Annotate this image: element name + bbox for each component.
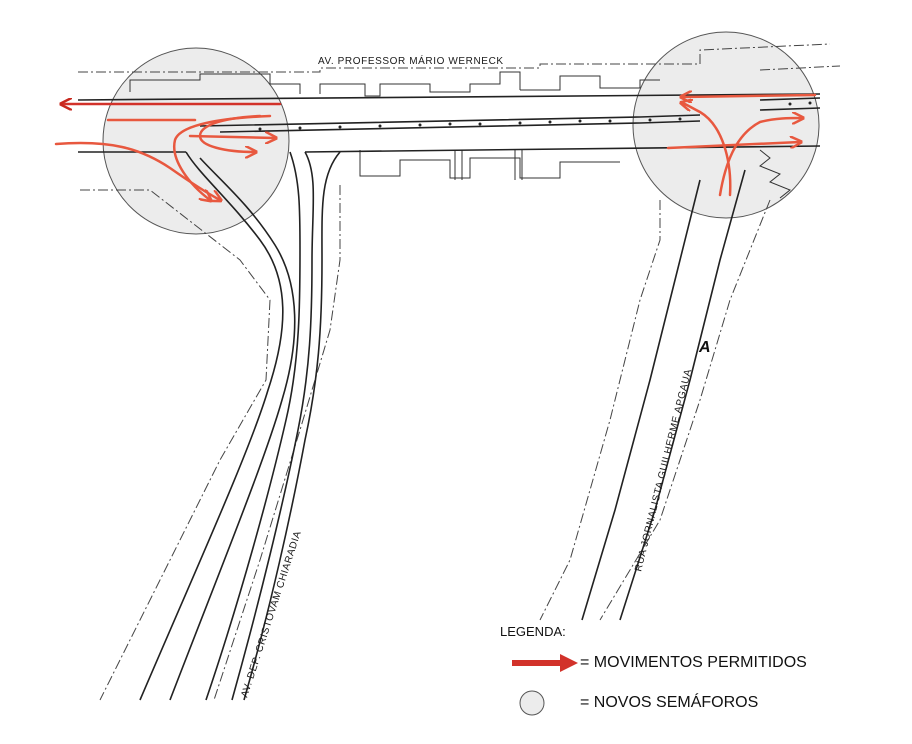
street-label-top: AV. PROFESSOR MÁRIO WERNECK <box>318 54 504 67</box>
legend-arrow-text: = MOVIMENTOS PERMITIDOS <box>580 654 807 671</box>
north-marker: A <box>698 339 711 356</box>
legend: LEGENDA: = MOVIMENTOS PERMITIDOS = NOVOS… <box>496 622 876 732</box>
median-markers <box>258 101 812 131</box>
signal-zone-east <box>632 31 820 219</box>
circle-icon <box>519 690 545 716</box>
signal-zone-west <box>102 47 290 235</box>
legend-title: LEGENDA: <box>500 624 566 639</box>
street-label-right: RUA JORNALISTA GUILHERME APGAUA <box>633 368 694 573</box>
left-street-lines <box>139 151 341 701</box>
avenue-main-lines <box>77 93 821 153</box>
legend-circle-text: = NOVOS SEMÁFOROS <box>580 694 759 711</box>
red-arrow-icon <box>512 654 578 672</box>
right-street-lines <box>581 169 746 621</box>
legend-circle-symbol <box>510 690 580 716</box>
building-outlines <box>129 71 791 199</box>
street-label-left: AV. DEP. CRISTOVAM CHIARADIA <box>239 529 303 698</box>
movement-arrows-west <box>54 104 282 200</box>
legend-row-movements: = MOVIMENTOS PERMITIDOS <box>510 650 807 676</box>
legend-arrow-symbol <box>510 650 580 676</box>
property-lines <box>78 43 841 701</box>
legend-row-signals: = NOVOS SEMÁFOROS <box>510 690 758 716</box>
movement-arrows-east <box>666 95 817 197</box>
